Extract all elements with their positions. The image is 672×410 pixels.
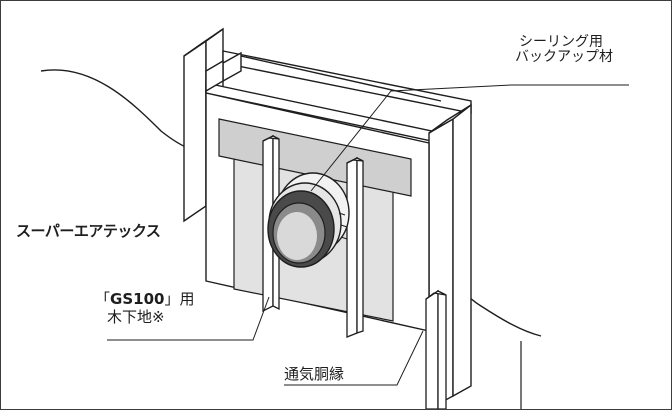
- frame-top-rails: [205, 50, 472, 144]
- pipe-sleeve: [267, 172, 350, 268]
- membrane-label: スーパーエアテックス: [16, 222, 161, 240]
- leader-lines: [107, 84, 629, 386]
- furring-label: 「GS100」用 木下地※: [95, 290, 195, 326]
- vent-batten: [425, 289, 447, 409]
- sealing-backup-label: シーリング用 バックアップ材: [515, 34, 613, 65]
- vent-batten-label: 通気胴縁: [284, 365, 345, 383]
- membrane-top-edge: [40, 69, 207, 153]
